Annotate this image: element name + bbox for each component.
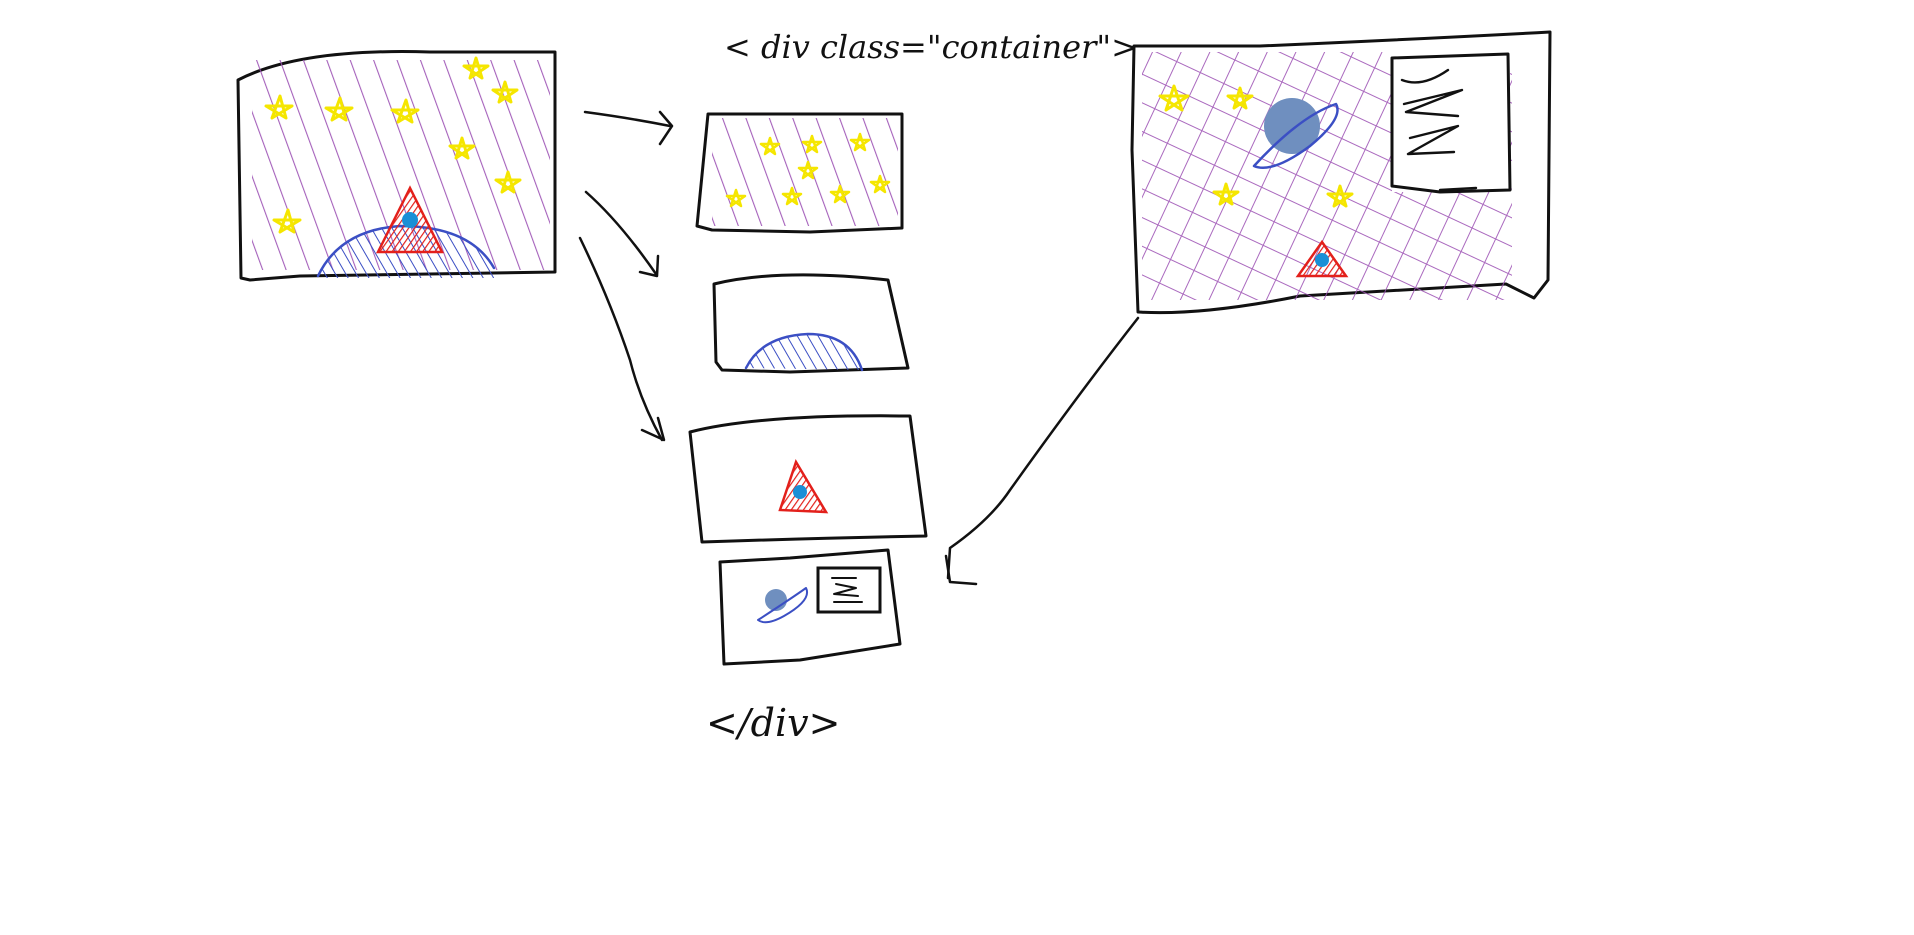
arrow-mobile-to-container [944,316,1140,586]
text-card-icon [1390,52,1512,194]
star-icon [264,56,522,234]
text-card-icon [816,566,882,614]
desktop-sketch [236,50,557,282]
planet-icon [1252,98,1339,170]
mobile-sketch [1130,30,1552,315]
layer-rocket-panel [688,414,928,544]
arrow-to-ground-layer [584,190,660,278]
planet-icon [757,587,808,624]
layer-stars-panel [695,112,904,234]
star-icon [1158,84,1354,208]
star-icon [725,132,891,208]
arrow-to-rocket-layer [578,236,666,442]
layer-ground-panel [712,273,910,374]
container-close-tag: </div> [706,701,840,745]
rocket-icon [778,459,829,514]
container-open-tag: < div class="container"> [724,28,1138,66]
rocket-icon [1295,239,1349,278]
layer-planet-panel [718,548,902,666]
arrow-to-stars-layer [583,110,674,146]
rocket-icon [375,185,445,254]
